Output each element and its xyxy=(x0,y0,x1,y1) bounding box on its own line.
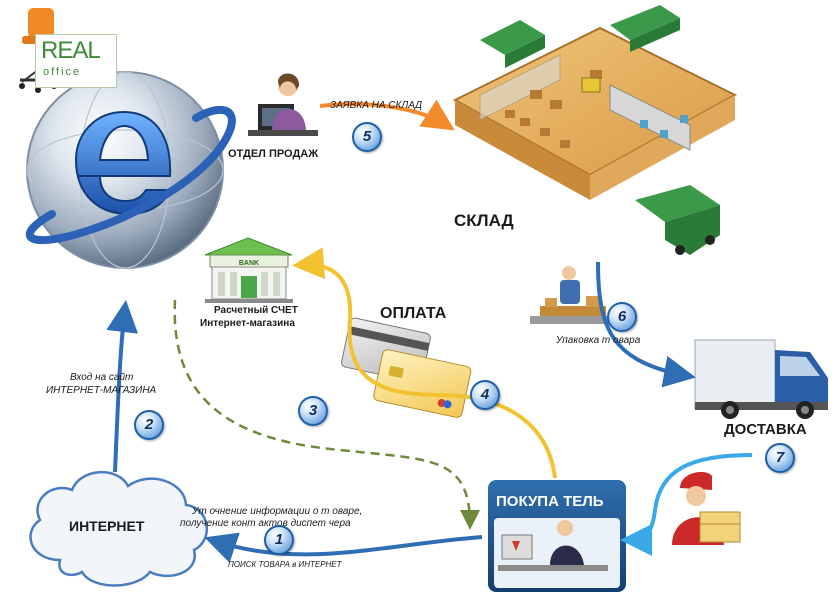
label-packing: Упаковка т овара xyxy=(556,335,641,346)
label-site-entry-line1: Вход на сайт xyxy=(70,372,134,383)
label-warehouse: СКЛАД xyxy=(454,211,514,230)
flow-arrow-5 xyxy=(319,99,455,131)
label-payment: ОПЛАТА xyxy=(380,305,447,322)
label-internet: ИНТЕРНЕТ xyxy=(69,518,145,534)
step-badge-2: 2 xyxy=(134,410,164,440)
truck-icon xyxy=(635,185,720,255)
buyer-panel xyxy=(488,480,626,592)
logo-text-real: REAL xyxy=(41,37,101,64)
truck-icon xyxy=(610,5,680,52)
label-warehouse-request: ЗАЯВКА НА СКЛАД xyxy=(330,100,423,111)
packing-worker-icon xyxy=(530,266,614,324)
delivery-van-icon xyxy=(694,339,828,419)
internet-cloud-icon xyxy=(29,471,209,587)
real-office-logo: REAL office xyxy=(35,34,117,88)
flow-arrow-3 xyxy=(173,299,480,530)
flow-arrow-2 xyxy=(106,300,139,473)
bank-building-icon: BANK xyxy=(204,237,293,303)
flow-arrow-1 xyxy=(204,532,483,563)
label-delivery: ДОСТАВКА xyxy=(724,421,807,438)
step-badge-4: 4 xyxy=(470,380,500,410)
label-site-entry-line2: ИНТЕРНЕТ-МАГАЗИНА xyxy=(46,385,157,396)
label-sales-dept: ОТДЕЛ ПРОДАЖ xyxy=(228,148,319,160)
label-search: ПОИСК ТОВАРА в ИНТЕРНЕТ xyxy=(228,560,342,569)
warehouse-illustration xyxy=(452,5,738,255)
step-badge-6: 6 xyxy=(607,302,637,332)
truck-icon xyxy=(480,20,545,68)
flow-arrow-4 xyxy=(292,247,557,479)
label-account-line2: Интернет-магазина xyxy=(200,318,295,329)
label-account-line1: Расчетный СЧЕТ xyxy=(214,305,298,316)
step-badge-3: 3 xyxy=(298,396,328,426)
label-buyer: ПОКУПА ТЕЛЬ xyxy=(496,493,604,510)
step-badge-1: 1 xyxy=(264,525,294,555)
credit-cards-icon xyxy=(341,317,472,418)
bank-sign-text: BANK xyxy=(239,260,259,267)
label-info-line2: получение конт актов диспет чера xyxy=(180,518,351,529)
flow-arrow-7 xyxy=(620,453,753,556)
step-badge-5: 5 xyxy=(352,122,382,152)
internet-explorer-globe-icon xyxy=(25,71,236,269)
sales-operator-icon xyxy=(248,73,318,136)
step-badge-7: 7 xyxy=(765,443,795,473)
logo-text-office: office xyxy=(43,66,82,78)
label-info-line1: Ут очнение информации о т оваре, xyxy=(192,506,363,517)
flow-arrow-6 xyxy=(596,261,696,388)
courier-icon xyxy=(672,472,741,545)
